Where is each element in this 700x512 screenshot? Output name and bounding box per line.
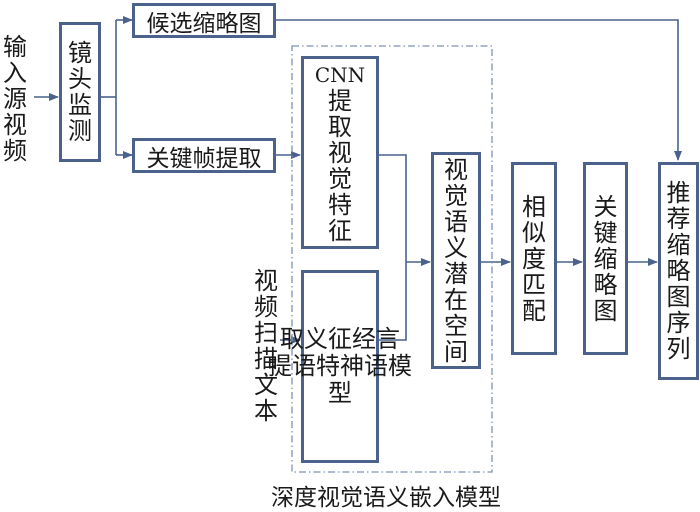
recommended-sequence-text: 推荐缩略图序列 <box>667 180 691 362</box>
line-lm-merge <box>378 262 407 341</box>
text-input-char: 本 <box>254 397 278 425</box>
shot-detection-char: 头 <box>68 65 92 93</box>
recommended-sequence-char: 序 <box>666 309 691 337</box>
text-input-text: 视频扫描文本 <box>254 268 278 424</box>
cnn-feature-char: 视 <box>328 138 352 167</box>
arrow-candidates-to-recommended <box>276 19 682 161</box>
key-thumbnails-char: 缩 <box>593 244 618 273</box>
candidate-thumbnails-box: 候选缩略图 <box>132 3 276 38</box>
similarity-matching-text: 相似度匹配 <box>522 194 546 324</box>
text-input-char: 扫 <box>254 319 278 347</box>
recommended-sequence-char: 图 <box>666 283 691 311</box>
key-thumbnails-char: 图 <box>593 296 618 325</box>
input-source-char: 频 <box>3 137 27 165</box>
semantic-space-char: 义 <box>444 233 468 262</box>
recommended-sequence-char: 推 <box>666 179 691 207</box>
text-input-char: 描 <box>254 345 278 373</box>
shot-detection-char: 镜 <box>68 39 92 67</box>
input-source-label: 输入源视频 <box>0 32 30 166</box>
similarity-matching-box: 相似度匹配 <box>511 162 557 355</box>
key-thumbnails-char: 略 <box>593 270 618 299</box>
shot-detection-box: 镜头监测 <box>59 22 101 162</box>
cnn-feature-char: 取 <box>328 112 352 141</box>
semantic-space-char: 潜 <box>444 259 468 288</box>
key-thumbnails-box: 关键缩略图 <box>583 162 628 355</box>
similarity-matching-char: 配 <box>522 296 546 325</box>
semantic-space-char: 空 <box>444 311 468 340</box>
text-input-char: 频 <box>254 293 278 321</box>
shot-detection-char: 测 <box>68 117 92 145</box>
model-dashed-frame <box>291 45 493 473</box>
cnn-feature-text: 提取视觉特征 <box>328 88 352 244</box>
cnn-feature-box: CNN 提取视觉特征 <box>301 56 379 249</box>
model-caption-text: 深度视觉语义嵌入模型 <box>271 485 501 511</box>
cnn-label: CNN <box>314 62 366 87</box>
model-caption: 深度视觉语义嵌入模型 <box>271 478 501 512</box>
input-source-char: 视 <box>3 111 27 139</box>
semantic-space-char: 觉 <box>444 181 468 210</box>
input-source-char: 输 <box>3 33 27 61</box>
key-thumbnails-char: 键 <box>593 218 618 247</box>
similarity-matching-char: 匹 <box>522 270 546 299</box>
similarity-matching-char: 似 <box>522 218 546 247</box>
lm-row-3: 型 <box>328 379 352 407</box>
similarity-matching-char: 相 <box>522 192 546 221</box>
input-source-char: 源 <box>3 85 27 113</box>
recommended-sequence-char: 列 <box>666 335 691 363</box>
text-input-char: 视 <box>254 267 278 295</box>
cnn-feature-char: 特 <box>328 190 352 219</box>
semantic-space-char: 视 <box>444 155 468 184</box>
language-model-box: 取义征经言 提语特神语模 型 <box>268 270 412 463</box>
semantic-space-box: 视觉语义潜在空间 <box>431 152 481 369</box>
semantic-space-char: 间 <box>444 337 468 366</box>
line-cnn-merge <box>378 154 407 262</box>
recommended-sequence-char: 缩 <box>666 231 691 259</box>
cnn-feature-char: 提 <box>328 86 352 115</box>
key-thumbnails-text: 关键缩略图 <box>594 194 618 324</box>
semantic-space-char: 语 <box>444 207 468 236</box>
similarity-matching-char: 度 <box>522 244 546 273</box>
lm-row-1: 取义征经言 <box>280 325 400 353</box>
text-input-char: 文 <box>254 371 278 399</box>
cnn-feature-char: 征 <box>328 216 352 245</box>
recommended-sequence-char: 荐 <box>666 205 691 233</box>
text-input-label: 视频扫描文本 <box>252 262 280 430</box>
semantic-space-text: 视觉语义潜在空间 <box>444 157 468 365</box>
input-source-char: 入 <box>3 59 27 87</box>
cnn-feature-char: 觉 <box>328 164 352 193</box>
shot-detection-char: 监 <box>68 91 92 119</box>
key-thumbnails-char: 关 <box>593 192 618 221</box>
input-source-text: 输入源视频 <box>3 34 27 164</box>
keyframe-extraction-box: 关键帧提取 <box>132 138 276 173</box>
lm-row-2: 提语特神语模 <box>268 352 412 380</box>
recommended-sequence-box: 推荐缩略图序列 <box>658 162 699 380</box>
shot-detection-text: 镜头监测 <box>68 40 92 144</box>
recommended-sequence-char: 略 <box>666 257 691 285</box>
candidate-thumbnails-text: 候选缩略图 <box>146 10 262 37</box>
semantic-space-char: 在 <box>444 285 468 314</box>
keyframe-extraction-text: 关键帧提取 <box>146 145 262 172</box>
